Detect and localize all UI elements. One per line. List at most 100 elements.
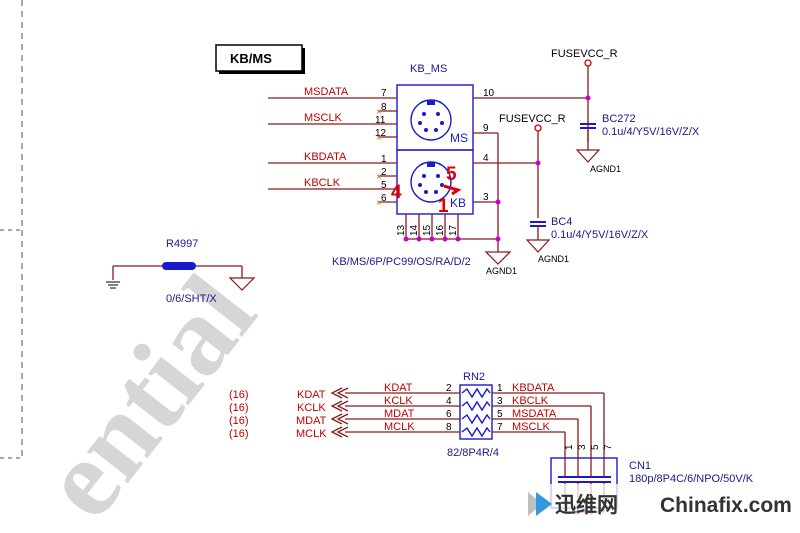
rn-net-kbdata: KBDATA — [512, 382, 555, 394]
power-fusevcc-1: FUSEVCC_R — [551, 48, 618, 60]
bottom-pins: 13 14 15 16 17 — [396, 199, 501, 242]
pin-6: 6 — [381, 193, 387, 204]
x-mark-6: × — [376, 198, 382, 209]
cn-pin-5: 5 — [590, 444, 601, 450]
cn-ref: CN1 — [629, 460, 651, 472]
cap-bc4 — [530, 221, 546, 227]
ground-symbol-3: AGND1 — [525, 239, 569, 264]
pin-15: 15 — [422, 224, 433, 236]
pin-1: 1 — [381, 154, 387, 165]
pin-5: 5 — [381, 180, 387, 191]
cn-value: 180p/8P4C/6/NPO/50V/K — [629, 473, 754, 485]
gnd-label-2: AGND1 — [590, 164, 621, 174]
net-kbclk: KBCLK — [304, 177, 341, 189]
net-msdata: MSDATA — [304, 86, 349, 98]
offpage-name-4: MCLK — [296, 428, 327, 440]
title-box: KB/MS — [215, 44, 305, 74]
resistor-body — [162, 262, 196, 270]
cn-pin-1: 1 — [564, 444, 575, 450]
connector-ms-label: MS — [450, 131, 468, 145]
cap-bc272-ref: BC272 — [602, 113, 636, 125]
pin-9: 9 — [483, 123, 489, 134]
net-msclk: MSCLK — [304, 112, 343, 124]
rn-left-wires — [345, 392, 460, 433]
pin-4: 4 — [483, 153, 489, 164]
rn-net-kclk: KCLK — [384, 395, 413, 407]
offpage-page-2: (16) — [229, 402, 249, 414]
title-box-label: KB/MS — [230, 51, 272, 66]
offpage-name-1: KDAT — [297, 389, 326, 401]
gnd-label-1: AGND1 — [486, 266, 517, 276]
rn-pin-8: 8 — [446, 422, 452, 433]
rn-net-kbclk: KBCLK — [512, 395, 549, 407]
ground-symbol-1: AGND1 — [484, 251, 517, 276]
chinafix-logo: 迅维网 Chinafix.com — [517, 484, 800, 528]
handwritten-5: 5 — [446, 164, 457, 185]
power-fusevcc-2: FUSEVCC_R — [499, 113, 566, 125]
rn-net-kdat: KDAT — [384, 382, 413, 394]
cap-bc4-value: 0.1u/4/Y5V/16V/Z/X — [551, 229, 649, 241]
pin-7: 7 — [381, 88, 387, 99]
resistor-value: 0/6/SHT/X — [166, 293, 217, 305]
cn-pin-7: 7 — [603, 444, 614, 450]
ground-r-icon — [228, 277, 256, 291]
pin-13: 13 — [396, 224, 407, 236]
handwritten-stroke — [443, 184, 462, 196]
handwritten-1: 1 — [438, 196, 449, 217]
rn-net-mclk: MCLK — [384, 421, 415, 433]
offpage-name-2: KCLK — [297, 402, 326, 414]
rn-pin-1: 1 — [497, 383, 503, 394]
pin-16: 16 — [435, 224, 446, 236]
chinafix-logo-icon — [528, 492, 552, 516]
rn-right-wires — [492, 392, 605, 460]
offpage-arrows — [330, 387, 349, 438]
rn-ref: RN2 — [463, 371, 485, 383]
rn-pin-3: 3 — [497, 396, 503, 407]
pin-12: 12 — [375, 128, 387, 139]
connector-ref: KB_MS — [410, 63, 447, 75]
logo-cn-text: 迅维网 — [555, 493, 618, 517]
pin-2: 2 — [381, 167, 387, 178]
connector-body-kb — [396, 149, 474, 215]
rn-net-mdat: MDAT — [384, 408, 415, 420]
mini-din-kb-icon — [410, 161, 452, 203]
pin-17: 17 — [448, 224, 459, 236]
rn-value: 82/8P4R/4 — [447, 447, 499, 459]
pin-11: 11 — [375, 115, 386, 126]
net-kbdata: KBDATA — [304, 151, 347, 163]
offpage-page-3: (16) — [229, 415, 249, 427]
mini-din-ms-icon — [410, 99, 452, 141]
pin-8: 8 — [381, 102, 387, 113]
x-mark-12: × — [376, 133, 382, 144]
rn-zigzags — [461, 387, 491, 438]
rn-net-msdata: MSDATA — [512, 408, 557, 420]
ground-chassis-icon — [106, 281, 120, 289]
cap-bc272-value: 0.1u/4/Y5V/16V/Z/X — [602, 126, 700, 138]
resistor-ref: R4997 — [166, 238, 198, 250]
x-mark-8: × — [376, 107, 382, 118]
offpage-page-1: (16) — [229, 389, 249, 401]
offpage-page-4: (16) — [229, 428, 249, 440]
connector-part: KB/MS/6P/PC99/OS/RA/D/2 — [332, 256, 471, 268]
rn-pin-7: 7 — [497, 422, 503, 433]
pin-10: 10 — [483, 88, 495, 99]
rn-net-msclk: MSCLK — [512, 421, 551, 433]
rn-pin-2: 2 — [446, 383, 452, 394]
rn-pin-6: 6 — [446, 409, 452, 420]
gnd-label-3: AGND1 — [538, 254, 569, 264]
connector-kb-label: KB — [450, 196, 466, 210]
rn-pin-5: 5 — [497, 409, 503, 420]
handwritten-4: 4 — [391, 182, 402, 203]
cn-pin-3: 3 — [577, 444, 588, 450]
pin-3: 3 — [483, 192, 489, 203]
x-mark-2: × — [376, 172, 382, 183]
cap-bc4-ref: BC4 — [551, 216, 572, 228]
rn-body — [459, 384, 493, 440]
logo-en-text: Chinafix.com — [660, 494, 792, 517]
ground-symbol-2: AGND1 — [575, 149, 621, 174]
pin-14: 14 — [409, 224, 420, 236]
offpage-name-3: MDAT — [296, 415, 327, 427]
rn-pin-4: 4 — [446, 396, 452, 407]
